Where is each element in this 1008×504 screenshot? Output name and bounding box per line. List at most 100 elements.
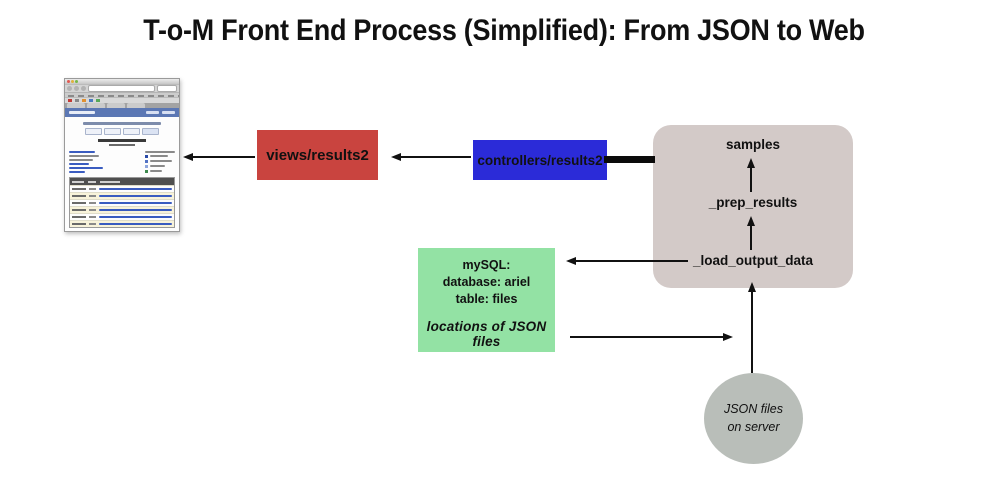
controllers-results2-box: controllers/results2 [473, 140, 607, 180]
table-row [70, 199, 174, 206]
arrow-line-views-to-thumbnail [193, 156, 255, 158]
browser-tab [107, 102, 125, 108]
table-row [70, 220, 174, 227]
results-table [69, 177, 175, 228]
link-line [69, 162, 89, 165]
link-line [69, 150, 95, 153]
page-tab-active [142, 128, 159, 135]
browser-titlebar [65, 79, 179, 84]
thick-connector-pipeline-to-controllers [604, 156, 655, 163]
zoom-icon [75, 79, 78, 83]
legend-row [145, 164, 175, 168]
browser-screenshot-thumbnail [64, 78, 180, 232]
site-header-links [146, 111, 175, 114]
browser-tab [127, 102, 145, 108]
pipeline-step-prep-results: _prep_results [708, 195, 798, 210]
arrow-line-json-server-to-pipeline [751, 291, 753, 373]
json-circle-line: on server [727, 419, 780, 434]
link-line [69, 166, 103, 169]
pipeline-step-load-output-data: _load_output_data [692, 253, 813, 268]
arrow-line-mysql-to-junction [570, 336, 723, 338]
summary-legend-column [145, 150, 175, 173]
pipeline-step-samples: samples [725, 137, 781, 152]
page-tab [85, 128, 102, 135]
mysql-table-line: table: files [455, 291, 518, 306]
table-row [70, 185, 174, 192]
summary-columns [69, 150, 175, 173]
text-line [69, 158, 93, 161]
arrow-up-icon [747, 216, 755, 226]
pipeline-box: samples _prep_results _load_output_data [653, 125, 853, 288]
json-files-circle: JSON files on server [704, 373, 803, 464]
extensions-toolbar [65, 97, 179, 103]
tab-strip [65, 102, 179, 108]
arrow-line [750, 225, 752, 250]
forward-icon [74, 85, 79, 91]
browser-tab [67, 102, 85, 108]
mysql-line: mySQL: [462, 258, 511, 272]
text-line [69, 154, 99, 157]
table-row [70, 213, 174, 220]
intro-text-line [83, 122, 161, 125]
table-row [70, 192, 174, 199]
page-tab [123, 128, 140, 135]
text-line [145, 150, 175, 153]
header-cell [100, 180, 120, 183]
legend-row [145, 159, 175, 163]
toolbar-chip [82, 99, 86, 102]
header-link [162, 111, 175, 114]
toolbar-chip [89, 99, 93, 102]
legend-swatch [145, 154, 148, 158]
bookmarks-bar [65, 91, 179, 98]
browser-toolbar [65, 83, 179, 92]
table-row [70, 206, 174, 213]
summary-left-column [69, 150, 103, 173]
browser-tab [87, 102, 105, 108]
legend-swatch [145, 169, 148, 173]
page-tabs [85, 128, 159, 135]
page-heading-line [98, 139, 146, 142]
page-tab [104, 128, 121, 135]
arrow-line-controllers-to-views [401, 156, 471, 158]
mysql-database-line: database: ariel [442, 274, 531, 289]
page-content [65, 117, 179, 231]
mysql-note: locations of JSON files [426, 318, 547, 349]
arrow-right-icon [723, 333, 733, 341]
page-subheading-line [109, 144, 135, 146]
minimize-icon [71, 79, 74, 83]
legend-row [145, 169, 175, 173]
text-line [150, 160, 172, 162]
arrow-left-icon [183, 153, 193, 161]
site-header-banner [65, 107, 179, 117]
diagram-title: T-o-M Front End Process (Simplified): Fr… [143, 14, 865, 47]
header-cell [72, 180, 84, 183]
site-logo [69, 110, 95, 114]
json-circle-line: JSON files [723, 402, 784, 416]
search-box [157, 84, 177, 92]
views-results2-label: views/results2 [266, 146, 369, 164]
legend-swatch [145, 164, 148, 168]
legend-swatch [145, 159, 148, 163]
close-icon [67, 79, 70, 83]
header-cell [88, 180, 96, 183]
link-line [69, 170, 85, 173]
back-icon [67, 85, 72, 91]
arrow-line-load-output-to-mysql [576, 260, 688, 262]
header-link [146, 111, 159, 114]
results-table-header [70, 178, 174, 185]
arrow-up-icon [747, 158, 755, 168]
toolbar-chip [75, 99, 79, 102]
toolbar-chip [68, 99, 72, 102]
text-line [150, 155, 168, 157]
arrow-left-icon [391, 153, 401, 161]
text-line [150, 165, 165, 167]
arrow-line [750, 167, 752, 192]
text-line [150, 170, 162, 172]
views-results2-box: views/results2 [257, 130, 378, 180]
arrow-left-icon [566, 257, 576, 265]
address-bar [88, 84, 155, 92]
controllers-results2-label: controllers/results2 [477, 152, 603, 168]
legend-row [145, 154, 175, 158]
mysql-box: mySQL: database: ariel table: files loca… [418, 248, 555, 352]
